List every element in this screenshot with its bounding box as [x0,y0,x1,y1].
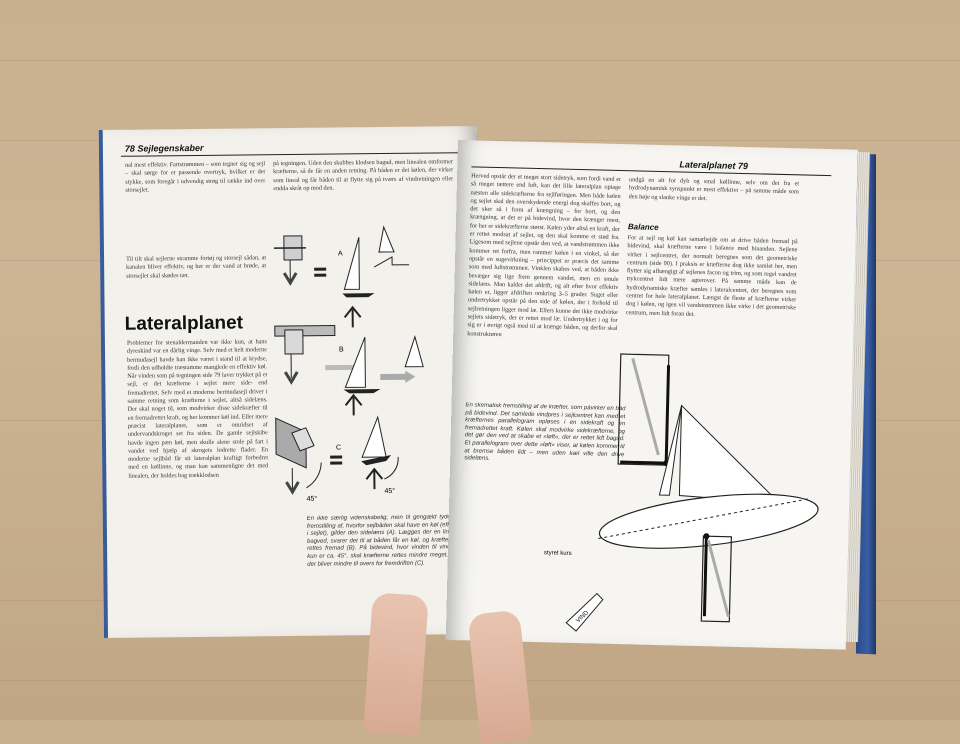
left-col1-top-text: nal mest effektiv. Fartstrømmen – som te… [125,160,266,194]
angle-label-left: 45° [307,495,318,503]
sailing-forces-diagram: styret kurs VIND [544,353,819,632]
left-page: 78 Sejlegenskaber nal mest effektiv. Far… [98,126,483,638]
chapter-heading: Lateralplanet [124,312,244,335]
figure-a [273,225,410,328]
keel-analogy-figure: A B C 45° 45° [273,225,424,503]
wood-grain [0,60,960,61]
fig-label-c: C [336,444,341,451]
left-running-head: 78 Sejlegenskaber [124,142,204,154]
left-finger [363,592,429,736]
right-page: Lateralplanet 79 Herved opstår der et me… [445,140,858,650]
left-col2-top-text: på tegningen. Uden den skubbes klodsen b… [273,158,454,193]
angle-label-right: 45° [384,487,395,495]
figure-c [275,415,399,495]
course-label: styret kurs [544,550,572,557]
right-col2-text: For at sejl og køl kan samarbejde om at … [625,234,798,318]
balance-subheading: Balance [627,222,659,232]
fig-label-a: A [338,250,343,257]
figure-b [274,325,424,416]
right-col2-top-text: undgå en alt for dyb og smal køllinne, s… [628,176,800,202]
fig-label-b: B [339,346,344,353]
left-col1-bottom-text: Problemer for stenaldermanden var ikke k… [126,338,269,480]
open-book: 78 Sejlegenskaber nal mest effektiv. Far… [96,118,876,655]
left-col1-mid-text: Til tilt skal sejlerne stramme fortøj og… [126,254,267,280]
right-running-head: Lateralplanet 79 [679,159,749,172]
